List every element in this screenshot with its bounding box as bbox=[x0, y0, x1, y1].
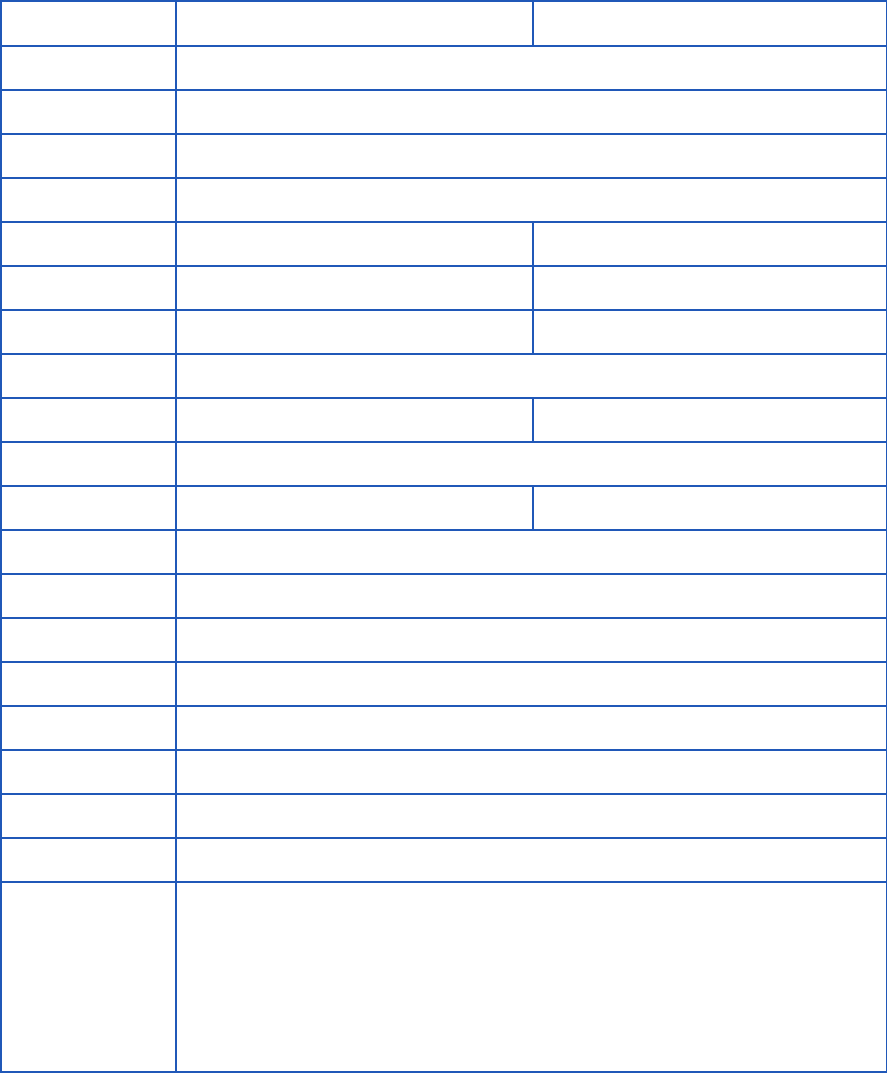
form-row bbox=[0, 441, 887, 487]
field-value-cell bbox=[175, 221, 534, 267]
field-label-cell bbox=[0, 397, 177, 443]
field-label-cell bbox=[0, 45, 177, 91]
field-label-cell bbox=[0, 881, 177, 1073]
field-label-cell bbox=[0, 661, 177, 707]
field-value-cell bbox=[532, 265, 887, 311]
field-label-cell bbox=[0, 353, 177, 399]
form-row bbox=[0, 309, 887, 355]
field-value-cell bbox=[175, 397, 534, 443]
field-value-cell bbox=[175, 45, 887, 91]
field-value-cell bbox=[175, 89, 887, 135]
field-label-cell bbox=[0, 265, 177, 311]
field-value-cell bbox=[532, 309, 887, 355]
form-row bbox=[0, 0, 887, 47]
field-value-cell bbox=[532, 0, 887, 47]
field-value-cell bbox=[175, 617, 887, 663]
form-row bbox=[0, 133, 887, 179]
field-value-cell bbox=[175, 353, 887, 399]
form-row bbox=[0, 705, 887, 751]
form-row bbox=[0, 661, 887, 707]
field-value-cell bbox=[175, 309, 534, 355]
field-label-cell bbox=[0, 309, 177, 355]
field-label-cell bbox=[0, 837, 177, 883]
form-row bbox=[0, 265, 887, 311]
field-value-cell bbox=[175, 177, 887, 223]
field-label-cell bbox=[0, 529, 177, 575]
field-value-cell bbox=[175, 0, 534, 47]
field-label-cell bbox=[0, 0, 177, 47]
field-value-cell bbox=[175, 529, 887, 575]
field-label-cell bbox=[0, 705, 177, 751]
field-value-cell bbox=[175, 749, 887, 795]
field-value-cell bbox=[175, 133, 887, 179]
field-value-cell bbox=[175, 265, 534, 311]
form-row bbox=[0, 529, 887, 575]
field-label-cell bbox=[0, 485, 177, 531]
field-value-cell bbox=[532, 485, 887, 531]
form-row bbox=[0, 485, 887, 531]
form-row bbox=[0, 749, 887, 795]
field-label-cell bbox=[0, 617, 177, 663]
field-label-cell bbox=[0, 749, 177, 795]
form-row bbox=[0, 793, 887, 839]
form-row bbox=[0, 617, 887, 663]
field-value-cell bbox=[175, 441, 887, 487]
field-value-cell bbox=[175, 573, 887, 619]
field-value-cell bbox=[175, 705, 887, 751]
field-value-cell bbox=[175, 485, 534, 531]
form-row bbox=[0, 177, 887, 223]
form-row bbox=[0, 573, 887, 619]
form-row bbox=[0, 837, 887, 883]
form-row bbox=[0, 881, 887, 1073]
form-row bbox=[0, 45, 887, 91]
field-value-cell bbox=[175, 793, 887, 839]
field-label-cell bbox=[0, 177, 177, 223]
field-value-cell bbox=[175, 881, 887, 1073]
form-row bbox=[0, 221, 887, 267]
form-row bbox=[0, 397, 887, 443]
field-value-cell bbox=[175, 837, 887, 883]
field-label-cell bbox=[0, 573, 177, 619]
field-value-cell bbox=[532, 397, 887, 443]
field-label-cell bbox=[0, 133, 177, 179]
field-label-cell bbox=[0, 441, 177, 487]
field-value-cell bbox=[532, 221, 887, 267]
field-label-cell bbox=[0, 89, 177, 135]
field-label-cell bbox=[0, 221, 177, 267]
form-row bbox=[0, 89, 887, 135]
field-label-cell bbox=[0, 793, 177, 839]
form-row bbox=[0, 353, 887, 399]
field-value-cell bbox=[175, 661, 887, 707]
